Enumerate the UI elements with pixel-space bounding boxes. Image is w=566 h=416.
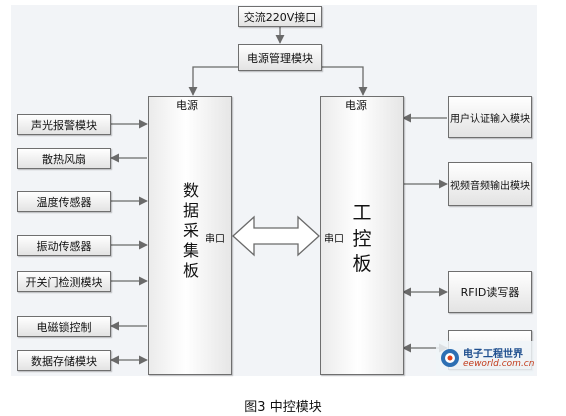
arrow-power-to-right-board	[322, 66, 368, 96]
module-door-detection: 开关门检测模块	[17, 271, 111, 292]
module-vibration-sensor: 振动传感器	[17, 235, 111, 256]
module-data-storage: 数据存储模块	[17, 350, 111, 371]
left-board-power-label: 电源	[176, 99, 198, 112]
arrow-power-to-left-board	[188, 66, 238, 96]
module-vibration-label: 振动传感器	[36, 239, 92, 253]
module-temperature-sensor: 温度传感器	[17, 191, 111, 212]
watermark-title: 电子工程世界	[463, 349, 523, 360]
left-board-serial-label: 串口	[205, 234, 225, 245]
figure-caption: 图3 中控模块	[244, 400, 322, 415]
eeworld-logo-icon	[441, 349, 459, 367]
module-user-auth-input: 用户认证输入模块	[448, 96, 532, 138]
module-fan: 散热风扇	[17, 148, 111, 169]
watermark-url: eeworld.com.cn	[463, 359, 535, 369]
power-management-box: 电源管理模块	[238, 44, 322, 71]
module-alarm: 声光报警模块	[17, 114, 111, 135]
ac-input-label: 交流220V接口	[243, 10, 317, 24]
right-board-power-label: 电源	[345, 99, 367, 112]
module-rfid-label: RFID读写器	[460, 286, 520, 299]
module-temperature-label: 温度传感器	[36, 195, 92, 209]
module-rfid-reader: RFID读写器	[448, 271, 532, 313]
module-auth-label: 用户认证输入模块	[450, 113, 530, 125]
module-electromagnetic-lock: 电磁锁控制	[17, 316, 111, 337]
module-lock-label: 电磁锁控制	[36, 320, 92, 334]
module-door-label: 开关门检测模块	[25, 275, 103, 289]
module-alarm-label: 声光报警模块	[31, 118, 97, 132]
eeworld-watermark: 电子工程世界 eeworld.com.cn	[436, 341, 534, 375]
right-board-serial-label: 串口	[324, 234, 344, 245]
module-av-output: 视频音频输出模块	[448, 162, 532, 206]
module-av-label: 视频音频输出模块	[450, 180, 530, 192]
module-storage-label: 数据存储模块	[31, 354, 97, 368]
data-acquisition-board	[148, 96, 232, 375]
power-management-label: 电源管理模块	[247, 51, 313, 65]
serial-link-arrow	[232, 215, 320, 257]
left-board-title: 数 据 采 集 板	[182, 181, 199, 280]
industrial-control-board	[320, 96, 404, 375]
right-board-title: 工 控 板	[352, 202, 372, 276]
ac-input-box: 交流220V接口	[238, 6, 322, 27]
module-fan-label: 散热风扇	[42, 152, 86, 166]
